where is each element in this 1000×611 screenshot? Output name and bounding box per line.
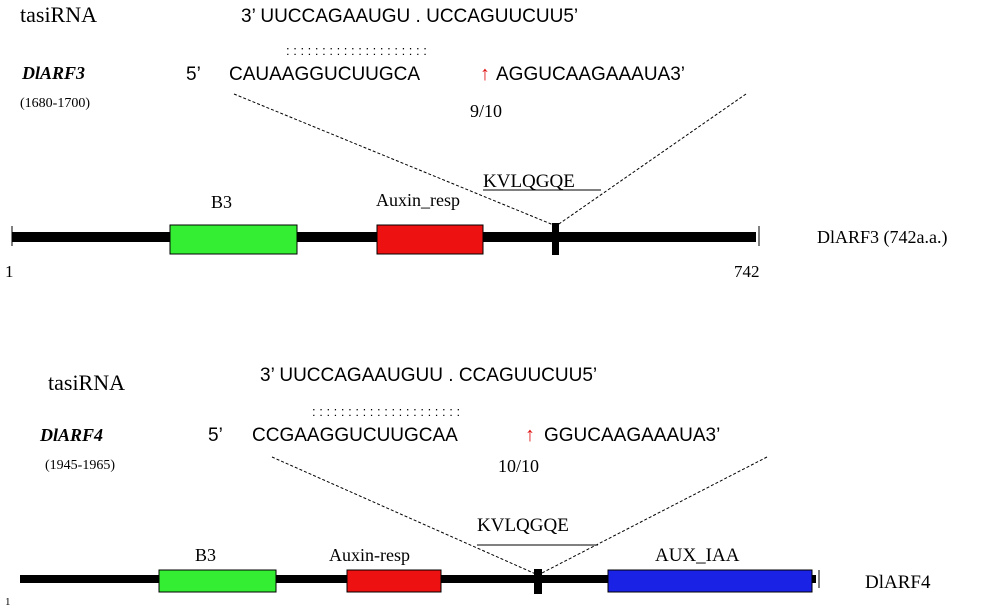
domain-auxin-resp	[346, 569, 442, 593]
gene-position-range: (1680-1700)	[20, 96, 90, 111]
motif-label: KVLQGQE	[477, 515, 569, 536]
target-5prime: 5’	[208, 425, 223, 446]
zoom-line-right	[537, 456, 768, 576]
gene-name: DlARF3	[21, 63, 85, 83]
end-position-label: 742	[734, 262, 760, 281]
zoom-line-left	[271, 456, 539, 576]
target-sequence-left: CCGAAGGUCUUGCAA	[252, 425, 458, 446]
gene-position-range: (1945-1965)	[45, 458, 115, 473]
start-position-label: 1	[5, 262, 14, 281]
gene-name: DlARF4	[39, 425, 103, 445]
tasirna-sequence: 3’ UUCCAGAAUGUU . CCAGUUCUU5’	[260, 365, 597, 386]
domain-label-b3: B3	[211, 192, 232, 212]
base-pairing-marks: : : : : : : : : : : : : : : : : : : : : …	[312, 404, 460, 419]
domain-label-auxin-resp: Auxin-resp	[329, 545, 410, 565]
match-score: 9/10	[470, 101, 502, 121]
tasirna-label: tasiRNA	[48, 370, 125, 395]
domain-b3	[158, 569, 277, 593]
tasirna-label: tasiRNA	[20, 2, 97, 27]
domain-auxin-resp	[376, 224, 484, 255]
target-site-marker	[552, 223, 559, 255]
domain-label-auxin-resp: Auxin_resp	[376, 190, 460, 210]
tasirna-sequence: 3’ UUCCAGAAUGU . UCCAGUUCUU5’	[241, 6, 578, 27]
base-pairing-marks: : : : : : : : : : : : : : : : : : : : :	[286, 43, 427, 58]
target-5prime: 5’	[186, 64, 201, 85]
match-score: 10/10	[498, 456, 539, 476]
protein-name-label: DlARF3 (742a.a.)	[817, 227, 947, 248]
protein-name-label: DlARF4	[865, 572, 931, 593]
zoom-line-left	[233, 93, 557, 227]
zoom-line-right	[555, 93, 747, 227]
domain-label-b3: B3	[195, 545, 216, 565]
domain-label-aux-iaa: AUX_IAA	[655, 545, 740, 566]
domain-b3	[169, 224, 298, 255]
target-sequence-right: AGGUCAAGAAAUA3’	[496, 64, 685, 85]
motif-label: KVLQGQE	[483, 171, 575, 192]
target-sequence-right: GGUCAAGAAAUA3’	[544, 425, 720, 446]
target-sequence-left: CAUAAGGUCUUGCA	[229, 64, 420, 85]
target-site-marker	[534, 569, 542, 594]
cleavage-arrow-icon: ↑	[480, 63, 490, 85]
start-position-label: 1	[5, 596, 11, 608]
cleavage-arrow-icon: ↑	[525, 424, 535, 446]
domain-aux-iaa	[607, 569, 813, 593]
panel-dlarf4: tasiRNA 3’ UUCCAGAAUGUU . CCAGUUCUU5’ : …	[5, 365, 931, 608]
panel-dlarf3: tasiRNA 3’ UUCCAGAAUGU . UCCAGUUCUU5’ : …	[5, 2, 947, 281]
